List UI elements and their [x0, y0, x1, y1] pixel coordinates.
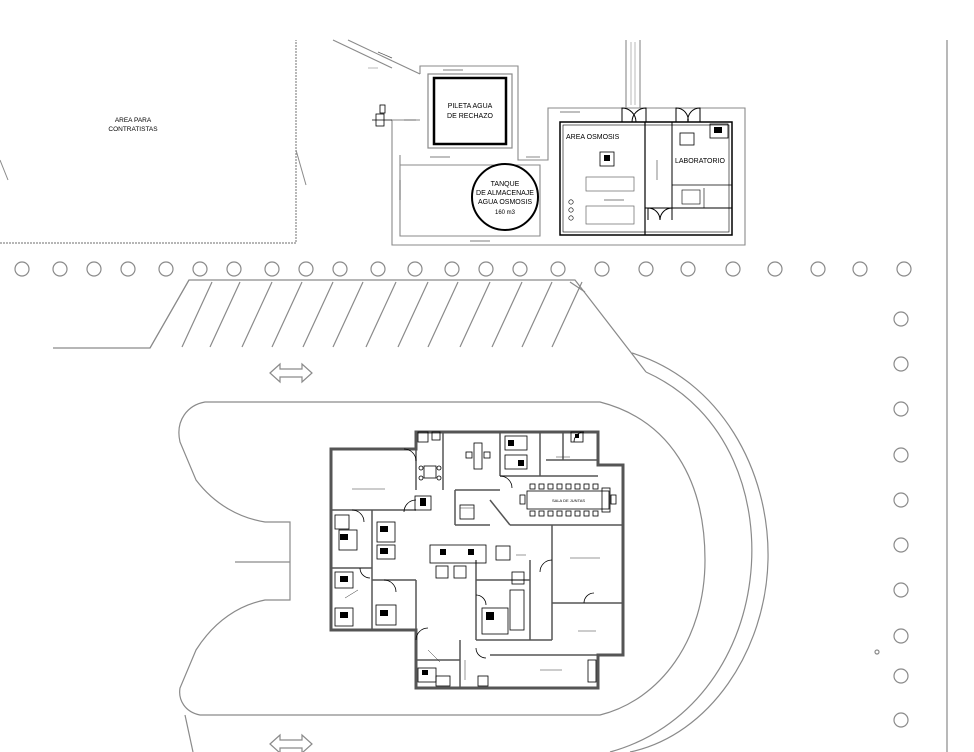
parking-area: [53, 279, 647, 373]
tree-row-horizontal: [14, 261, 912, 277]
two-way-arrow-bottom: [269, 733, 313, 752]
office-doors: [351, 431, 595, 659]
osmosis-doors: [621, 107, 701, 221]
tank-label-line1: TANQUE: [491, 181, 520, 188]
office-building: SALA DE JUNTAS: [329, 430, 625, 690]
reject-pool-label-line2: DE RECHAZO: [447, 113, 493, 120]
two-way-arrow-top: [269, 362, 313, 384]
contractors-area-label-line1: AREA PARA: [115, 117, 152, 124]
driveway: [178, 352, 769, 752]
meeting-table: [519, 483, 617, 517]
contractors-area-label-line2: CONTRATISTAS: [108, 126, 158, 133]
tank-label-line2: DE ALMACENAJE: [476, 190, 534, 197]
workstations: [334, 431, 611, 687]
reject-pool-label-line1: PILETA AGUA: [448, 103, 493, 110]
reject-water-pool: PILETA AGUA DE RECHAZO: [427, 73, 513, 149]
osmosis-area-label: AREA OSMOSIS: [566, 134, 620, 141]
flow-arrows: [377, 51, 658, 242]
tank-label-line3: AGUA OSMOSIS: [478, 199, 532, 206]
access-road: [332, 39, 746, 246]
tank-label-line4: 160 m3: [495, 210, 516, 216]
contractors-lot: AREA PARA CONTRATISTAS: [0, 40, 307, 244]
osmosis-building: AREA OSMOSIS LABORATORIO: [559, 121, 733, 236]
tree-row-vertical: [874, 311, 909, 728]
room-marks: [344, 456, 600, 680]
pump-symbol: [372, 104, 392, 127]
fixture-details: [340, 434, 579, 675]
laboratory-label: LABORATORIO: [675, 158, 725, 165]
meeting-room-label: SALA DE JUNTAS: [552, 498, 585, 503]
storage-tank: TANQUE DE ALMACENAJE AGUA OSMOSIS 160 m3: [471, 163, 539, 231]
